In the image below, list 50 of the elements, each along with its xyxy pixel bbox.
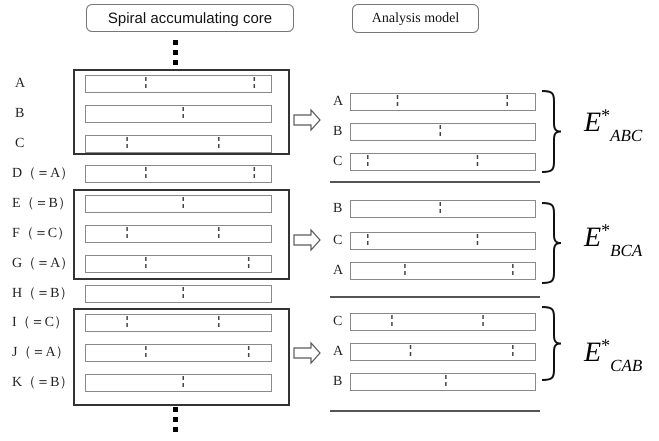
layer-letter: J（＝A） <box>12 344 70 362</box>
layer-strip <box>85 75 272 93</box>
layer-letter: A <box>333 93 344 111</box>
layer-strip <box>350 153 536 171</box>
layer-strip <box>85 255 272 273</box>
layer-letter: E（＝B） <box>12 195 72 213</box>
layer-letter: C <box>333 153 342 171</box>
layer-letter: G（＝A） <box>12 255 74 273</box>
layer-letter: B <box>333 123 342 141</box>
layer-letter: B <box>333 373 342 391</box>
title-box <box>86 4 294 32</box>
layer-strip <box>85 314 272 332</box>
layer-letter: H（＝B） <box>12 285 74 303</box>
layer-strip <box>350 232 536 250</box>
layer-letter: C <box>333 313 342 331</box>
hollow-arrow <box>293 228 321 252</box>
layer-strip <box>85 225 272 243</box>
layer-strip <box>350 373 536 391</box>
title-box <box>352 4 479 33</box>
layer-letter: D（＝A） <box>12 165 74 183</box>
layer-letter: A <box>333 343 344 361</box>
layer-strip <box>85 135 272 153</box>
layer-strip <box>85 285 272 303</box>
group-frame <box>73 189 290 280</box>
layer-letter: B <box>15 105 24 123</box>
layer-strip <box>350 313 536 331</box>
layer-letter: K（＝B） <box>12 374 74 392</box>
hollow-arrow <box>293 108 321 132</box>
layer-letter: B <box>333 200 342 218</box>
layer-strip <box>85 344 272 362</box>
layer-strip <box>85 374 272 392</box>
title-text: Analysis model <box>372 10 460 26</box>
layer-letter: F（＝C） <box>12 225 72 243</box>
layer-letter: C <box>333 232 342 250</box>
layer-letter: I（＝C） <box>12 314 68 332</box>
layer-strip <box>85 165 272 183</box>
layer-strip <box>350 262 536 280</box>
layer-strip <box>350 123 536 141</box>
hollow-arrow <box>293 341 321 365</box>
group-frame <box>73 69 290 155</box>
group-frame <box>73 308 290 406</box>
title-text: Spiral accumulating core <box>108 10 272 26</box>
layer-strip <box>85 195 272 213</box>
layer-letter: A <box>333 262 344 280</box>
layer-strip <box>85 105 272 123</box>
layer-strip <box>350 343 536 361</box>
layer-letter: C <box>15 135 24 153</box>
layer-letter: A <box>15 75 26 93</box>
layer-strip <box>350 200 536 218</box>
layer-strip <box>350 93 536 111</box>
